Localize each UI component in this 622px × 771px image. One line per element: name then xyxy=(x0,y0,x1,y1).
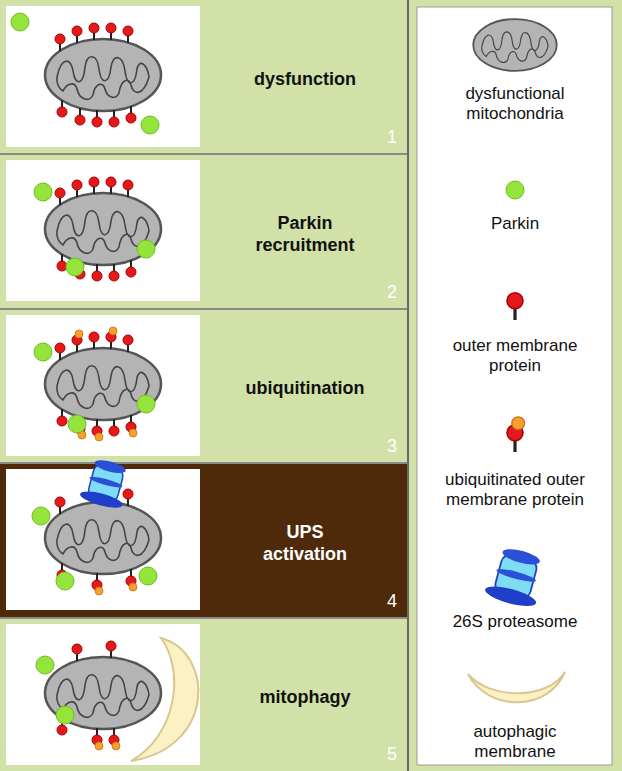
step-band: UPS activation 4 xyxy=(0,463,407,618)
step-label: ubiquitination xyxy=(240,377,370,399)
step-number: 2 xyxy=(387,282,397,303)
legend-text: outer membrane protein xyxy=(435,336,595,376)
step-number: 1 xyxy=(387,127,397,148)
legend-text: Parkin xyxy=(435,214,595,234)
step-label: UPS activation xyxy=(255,521,355,565)
step-band: ubiquitination 3 xyxy=(0,309,407,463)
legend-text: autophagic membrane xyxy=(440,722,590,762)
step-label: mitophagy xyxy=(240,686,370,708)
legend-text: dysfunctional mitochondria xyxy=(435,84,595,124)
mitochondrion-scene xyxy=(32,456,161,595)
step-number: 3 xyxy=(387,436,397,457)
mitochondrion-scene xyxy=(34,177,161,281)
step-band: Parkin recruitment 2 xyxy=(0,154,407,309)
step-number: 4 xyxy=(387,591,397,612)
step-band: dysfunction 1 xyxy=(0,0,407,154)
step-label: Parkin recruitment xyxy=(240,212,370,256)
highlight-band xyxy=(0,463,407,618)
mitochondrion-scene xyxy=(34,327,161,441)
legend-text: 26S proteasome xyxy=(425,612,605,632)
mitochondrion-scene xyxy=(36,638,198,761)
mitochondrion-scene xyxy=(11,13,161,134)
step-band: mitophagy 5 xyxy=(0,618,407,771)
step-label: dysfunction xyxy=(240,68,370,90)
step-number: 5 xyxy=(387,744,397,765)
legend-text: ubiquitinated outer membrane protein xyxy=(422,470,608,510)
